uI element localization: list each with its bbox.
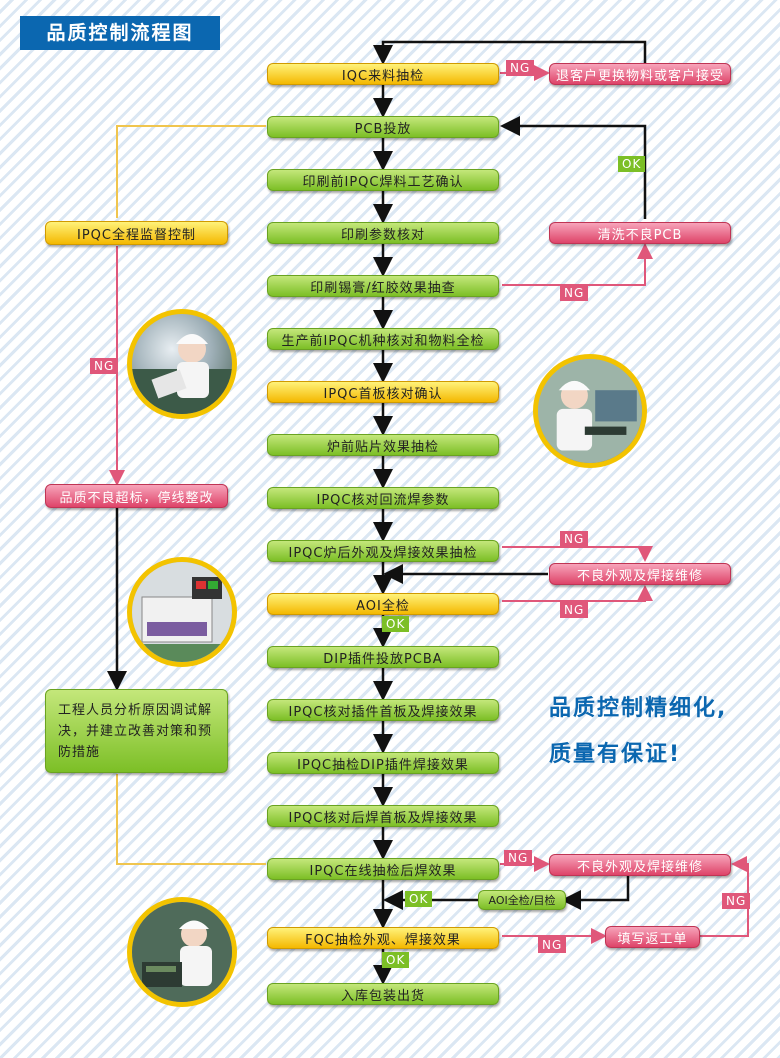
store-ship-box: 入库包装出货 (267, 983, 499, 1005)
ok-tag: OK (405, 891, 433, 907)
pre-oven-box: 炉前贴片效果抽检 (267, 434, 499, 456)
slogan-line-2: 质量有保证! (549, 742, 682, 767)
iqc-incoming-box: IQC来料抽检 (267, 63, 499, 85)
stop-line-box: 品质不良超标，停线整改 (45, 484, 228, 508)
page-title: 品质控制流程图 (20, 16, 220, 50)
fqc-box: FQC抽检外观、焊接效果 (267, 927, 499, 949)
ng-tag: NG (90, 358, 119, 374)
online-check-box: IPQC在线抽检后焊效果 (267, 858, 499, 880)
pcb-input-box: PCB投放 (267, 116, 499, 138)
ok-tag: OK (382, 952, 410, 968)
aoi-box: AOI全检 (267, 593, 499, 615)
ng-tag: NG (538, 937, 567, 953)
ok-tag: OK (618, 156, 646, 172)
first-board-box: IPQC首板核对确认 (267, 381, 499, 403)
repair-box-1: 不良外观及焊接维修 (549, 563, 731, 585)
post-weld-box: IPQC核对后焊首板及焊接效果 (267, 805, 499, 827)
return-customer-box: 退客户更换物料或客户接受 (549, 63, 731, 85)
ng-tag: NG (560, 285, 589, 301)
post-oven-box: IPQC炉后外观及焊接效果抽检 (267, 540, 499, 562)
dip-box: DIP插件投放PCBA (267, 646, 499, 668)
paste-check-box: 印刷锡膏/红胶效果抽查 (267, 275, 499, 297)
ng-tag: NG (560, 531, 589, 547)
ok-tag: OK (382, 616, 410, 632)
ng-tag: NG (560, 602, 589, 618)
repair-box-2: 不良外观及焊接维修 (549, 854, 731, 876)
pre-production-box: 生产前IPQC机种核对和物料全检 (267, 328, 499, 350)
engineer-box: 工程人员分析原因调试解决，并建立改善对策和预防措施 (45, 689, 228, 773)
ng-tag: NG (504, 850, 533, 866)
supervise-box: IPQC全程监督控制 (45, 221, 228, 245)
print-params-box: 印刷参数核对 (267, 222, 499, 244)
reflow-params-box: IPQC核对回流焊参数 (267, 487, 499, 509)
worker-inspecting-photo (127, 309, 237, 419)
ng-tag: NG (722, 893, 751, 909)
dip-check-box: IPQC抽检DIP插件焊接效果 (267, 752, 499, 774)
aoi-machine-photo (127, 557, 237, 667)
rework-order-box: 填写返工单 (605, 926, 700, 948)
dip-first-box: IPQC核对插件首板及焊接效果 (267, 699, 499, 721)
worker-fqc-photo (127, 897, 237, 1007)
ng-tag: NG (506, 60, 535, 76)
aoi-visual-box: AOI全检/目检 (478, 890, 566, 910)
clean-pcb-box: 清洗不良PCB (549, 222, 731, 244)
worker-microscope-photo (533, 354, 647, 468)
slogan-line-1: 品质控制精细化, (549, 696, 728, 721)
print-confirm-box: 印刷前IPQC焊料工艺确认 (267, 169, 499, 191)
